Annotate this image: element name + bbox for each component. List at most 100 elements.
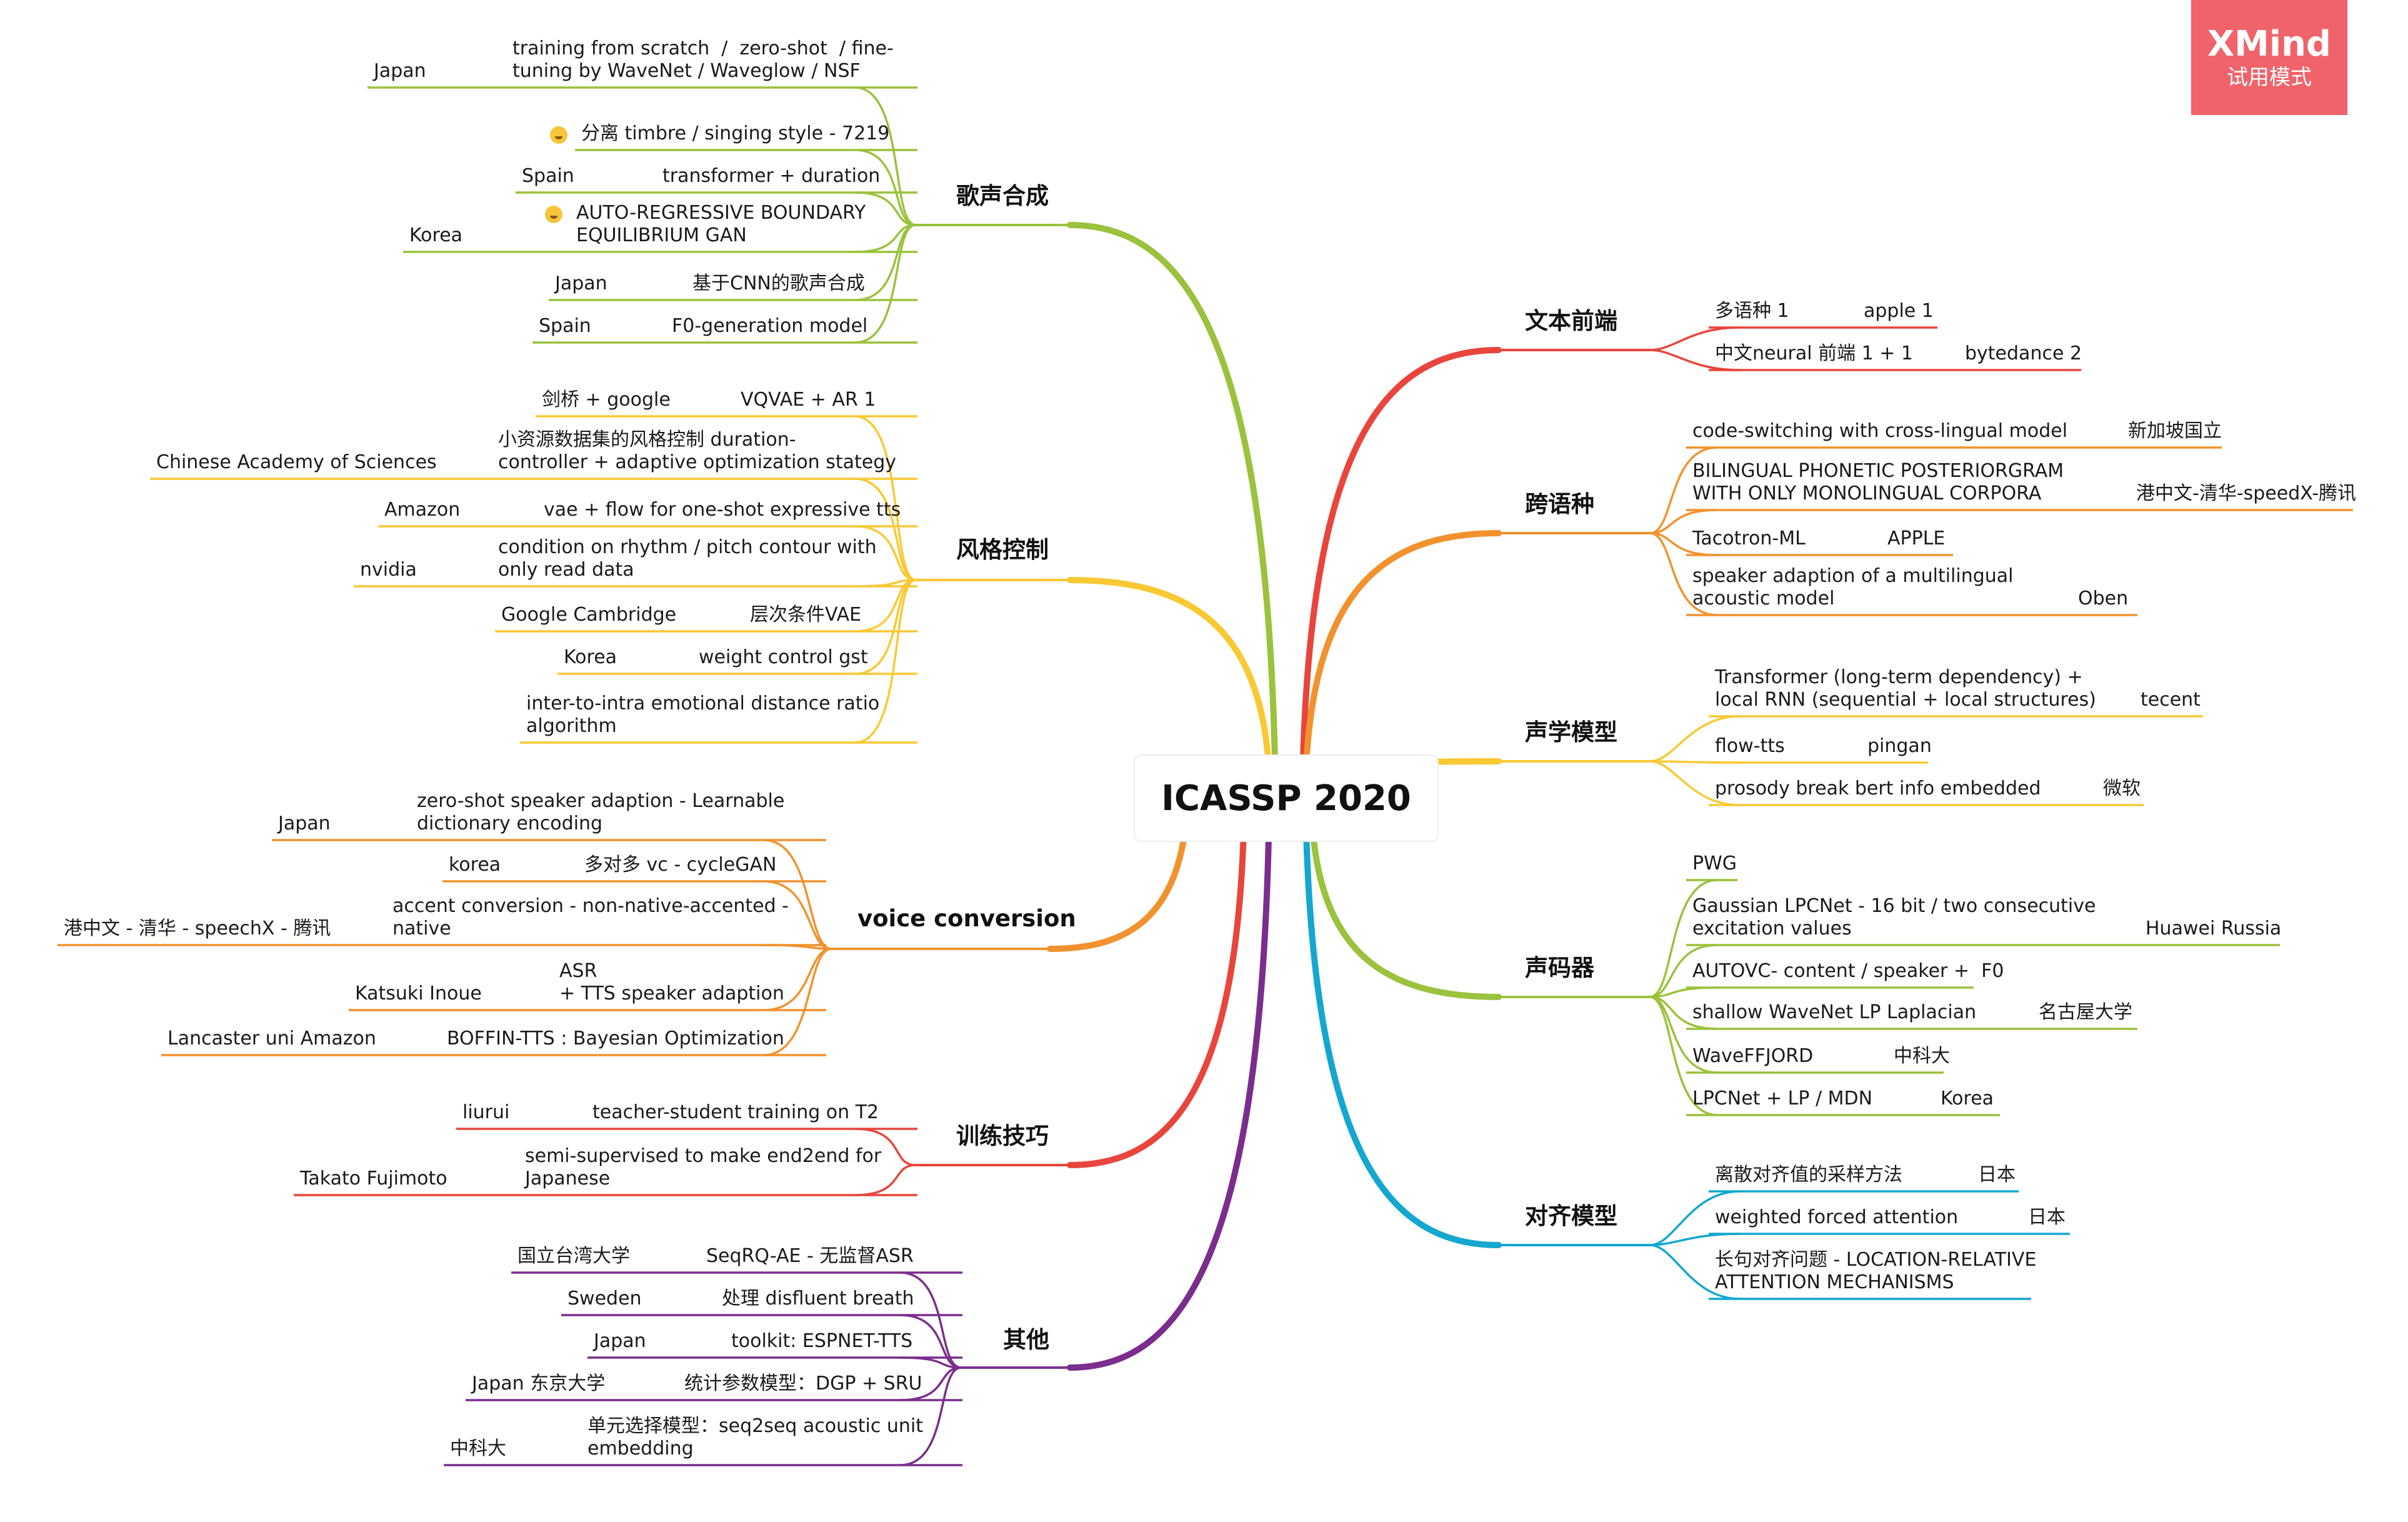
item-right-text: BOFFIN-TTS : Bayesian Optimization xyxy=(447,1028,784,1049)
item-right-text: bytedance 2 xyxy=(1965,343,2082,364)
item-right-text: tecent xyxy=(2141,689,2201,711)
branch-topic-label: 文本前端 xyxy=(1525,308,1617,334)
item-right-text: 新加坡国立 xyxy=(2128,420,2222,442)
item-left-text: Katsuki Inoue xyxy=(355,983,482,1004)
central-topic-label: ICASSP 2020 xyxy=(1161,778,1411,819)
item-connector xyxy=(1649,879,1718,998)
item-left-text: Chinese Academy of Sciences xyxy=(156,451,437,473)
branch-topic-label: 声码器 xyxy=(1525,954,1594,981)
item-left-text: Sweden xyxy=(567,1288,642,1309)
item-left-text: 多语种 1 xyxy=(1715,300,1789,322)
branch-trunk xyxy=(1067,828,1247,1168)
item-right-text: APPLE xyxy=(1887,528,1946,549)
item-left-text: Lancaster uni Amazon xyxy=(167,1028,376,1049)
item-connector xyxy=(899,1271,962,1369)
item-connector xyxy=(1649,996,1718,1030)
item-right-text: AUTO-REGRESSIVE BOUNDARY EQUILIBRIUM GAN xyxy=(576,202,866,246)
branch-topic-label: 歌声合成 xyxy=(956,183,1049,209)
item-connector xyxy=(1649,446,1718,534)
item-connector xyxy=(854,224,916,344)
item-right-text: 日本 xyxy=(1978,1164,2016,1186)
branch-topic-label: voice conversion xyxy=(857,905,1076,932)
item-right-text: condition on rhythm / pitch contour with… xyxy=(498,536,877,581)
branch-trunk xyxy=(1067,577,1272,769)
trial-mode-label: 试用模式 xyxy=(2227,65,2312,90)
item-right-text: Huawei Russia xyxy=(2146,918,2282,939)
item-right-text: semi-supervised to make end2end for Japa… xyxy=(525,1145,882,1189)
branch-topic-label: 其他 xyxy=(1003,1326,1049,1353)
item-right-text: weight control gst xyxy=(699,646,868,668)
branch-topic-label: 跨语种 xyxy=(1525,491,1594,518)
item-left-text: Tacotron-ML xyxy=(1692,528,1806,549)
item-right-text: transformer + duration xyxy=(662,165,881,187)
item-connector xyxy=(854,579,916,633)
branch-topic-label: 训练技巧 xyxy=(956,1123,1049,1149)
item-right-text: 日本 xyxy=(2028,1206,2066,1228)
item-right-text: toolkit: ESPNET-TTS xyxy=(731,1330,913,1352)
item-right-text: inter-to-intra emotional distance ratio … xyxy=(526,693,880,737)
item-right-text: Oben xyxy=(2078,588,2129,609)
item-connector xyxy=(854,415,916,581)
item-connector xyxy=(1649,1244,1741,1300)
item-left-text: LPCNet + LP / MDN xyxy=(1692,1088,1873,1109)
item-left-text: shallow WaveNet LP Laplacian xyxy=(1692,1001,1977,1023)
item-right-text: 层次条件VAE xyxy=(750,604,862,626)
item-right-text: 基于CNN的歌声合成 xyxy=(692,273,865,294)
item-connector xyxy=(1649,996,1718,1074)
item-right-text: 小资源数据集的风格控制 duration- controller + adapt… xyxy=(498,429,897,473)
central-topic[interactable]: ICASSP 2020 xyxy=(1135,756,1437,841)
item-connector xyxy=(1649,760,1741,806)
item-right-text: 中科大 xyxy=(1894,1045,1950,1067)
branch-b2-lines xyxy=(57,803,1191,1056)
item-left-text: korea xyxy=(449,854,501,876)
item-left-text: Spain xyxy=(522,165,574,187)
item-right-text: Korea xyxy=(1941,1088,1994,1109)
item-left-text: Japan 东京大学 xyxy=(472,1373,606,1394)
branch-b7-lines xyxy=(1309,715,2203,806)
item-right-text: apple 1 xyxy=(1864,300,1934,322)
branch-trunk xyxy=(1309,822,1502,1000)
item-connector xyxy=(854,224,916,301)
item-right-text: ASR + TTS speaker adaption xyxy=(559,960,784,1004)
item-right-text: 处理 disfluent breath xyxy=(722,1288,914,1309)
item-right-text: pingan xyxy=(1867,735,1932,757)
item-left-text: AUTOVC- content / speaker + F0 xyxy=(1692,960,2004,982)
item-connector xyxy=(854,86,916,226)
branch-topic-label: 对齐模型 xyxy=(1525,1203,1617,1229)
branch-trunk xyxy=(1300,347,1502,763)
item-connector xyxy=(1649,944,1718,998)
branch-b8-lines xyxy=(1309,822,2280,1116)
item-right-text: F0-generation model xyxy=(672,315,868,337)
item-connector xyxy=(854,1164,916,1196)
item-left-text: liurui xyxy=(462,1101,510,1123)
item-connector xyxy=(854,579,916,675)
laughing-emoji-icon xyxy=(550,126,567,144)
item-left-text: 国立台湾大学 xyxy=(517,1245,630,1267)
item-left-text: Takato Fujimoto xyxy=(300,1168,447,1189)
branch-trunk xyxy=(1067,222,1278,763)
item-left-text: PWG xyxy=(1692,853,1737,874)
item-connector xyxy=(1649,996,1718,1116)
branch-b3-lines xyxy=(294,828,1247,1196)
item-left-text: code-switching with cross-lingual model xyxy=(1692,420,2068,442)
item-right-text: SeqRQ-AE - 无监督ASR xyxy=(706,1245,914,1267)
item-left-text: Spain xyxy=(539,315,591,337)
branch-b9-lines xyxy=(1303,828,2070,1300)
item-right-text: 微软 xyxy=(2103,778,2141,799)
item-left-text: Korea xyxy=(409,224,463,246)
item-left-text: 中文neural 前端 1 + 1 xyxy=(1715,343,1913,364)
item-connector xyxy=(1649,1190,1741,1246)
branch-trunk xyxy=(1067,834,1272,1371)
item-connector xyxy=(899,1366,962,1466)
item-right-text: accent conversion - non-native-accented … xyxy=(392,895,789,939)
item-connector xyxy=(763,948,832,1011)
branch-b0-lines xyxy=(367,86,1278,763)
item-left-text: Japan xyxy=(594,1330,646,1352)
branch-topic-label: 风格控制 xyxy=(956,536,1049,563)
item-connector xyxy=(1649,532,1718,616)
branch-trunk xyxy=(1303,828,1502,1248)
item-left-text: WaveFFJORD xyxy=(1692,1045,1814,1067)
item-left-text: Korea xyxy=(564,646,617,668)
